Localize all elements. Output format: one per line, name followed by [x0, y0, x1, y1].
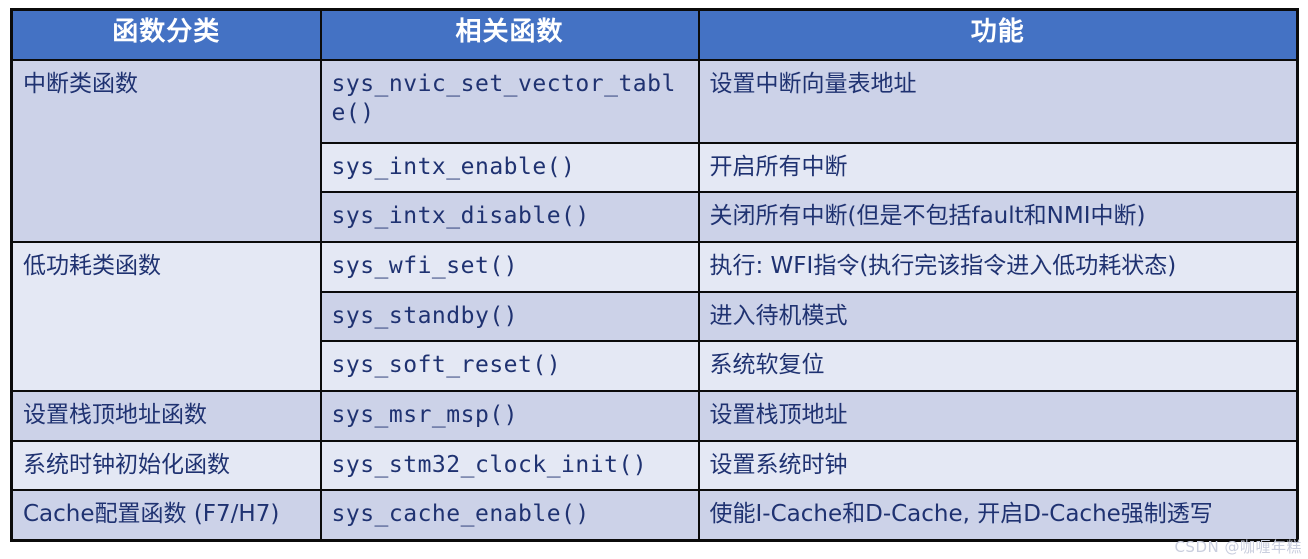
cell-description: 开启所有中断 — [697, 141, 1299, 194]
column-header-category: 函数分类 — [10, 8, 322, 61]
cell-description: 使能I-Cache和D-Cache, 开启D-Cache强制透写 — [697, 489, 1299, 542]
function-name: sys_standby() — [331, 302, 519, 329]
table-row: 中断类函数 sys_nvic_set_vector_table() 设置中断向量表地… — [10, 59, 1299, 243]
function-name: sys_msr_msp() — [331, 401, 519, 428]
table-header: 函数分类 相关函数 功能 — [10, 8, 1299, 61]
cell-function: sys_msr_msp() — [319, 389, 700, 442]
column-header-function: 相关函数 — [319, 8, 700, 61]
cell-function: sys_stm32_clock_init() — [319, 439, 700, 492]
cell-description: 系统软复位 — [697, 340, 1299, 392]
cell-description: 执行: WFI指令(执行完该指令进入低功耗状态) — [697, 240, 1299, 293]
table-row: 低功耗类函数 sys_wfi_set() 执行: WFI指令(执行完该指令进入低功耗… — [10, 240, 1299, 392]
table-row: Cache配置函数 (F7/H7) sys_cache_enable() 使能I-C… — [10, 489, 1299, 542]
function-name: sys_wfi_set() — [331, 252, 519, 279]
cell-function: sys_intx_enable() — [319, 141, 700, 194]
cell-description: 关闭所有中断(但是不包括fault和NMI中断) — [697, 191, 1299, 243]
cell-function: sys_intx_disable() — [319, 191, 700, 243]
category-label: 中断类函数 — [23, 71, 138, 97]
function-name: sys_intx_enable() — [331, 153, 576, 180]
description-text: 进入待机模式 — [709, 302, 848, 329]
description-text: 执行: WFI指令(执行完该指令进入低功耗状态) — [709, 252, 1177, 279]
function-table-container: 函数分类 相关函数 功能 中断类函数 sys_nvic_set_vector_ta… — [10, 8, 1299, 542]
function-name: sys_soft_reset() — [331, 352, 562, 379]
cell-function: sys_soft_reset() — [319, 340, 700, 392]
cell-function: sys_standby() — [319, 290, 700, 343]
category-label: 设置栈顶地址函数 — [23, 401, 207, 428]
table-row: sys_intx_enable() 开启所有中断 — [12, 141, 1299, 194]
cell-description: 设置系统时钟 — [697, 439, 1299, 492]
cell-description: 设置栈顶地址 — [697, 389, 1299, 442]
function-reference-table: 函数分类 相关函数 功能 中断类函数 sys_nvic_set_vector_ta… — [10, 8, 1299, 542]
table-row: 系统时钟初始化函数 sys_stm32_clock_init() 设置系统时钟 — [10, 439, 1299, 492]
function-name: sys_nvic_set_vector_table() — [331, 71, 676, 127]
table-row: sys_standby() 进入待机模式 — [12, 290, 1299, 343]
cell-category: 中断类函数 — [10, 59, 322, 243]
description-text: 设置中断向量表地址 — [709, 71, 917, 97]
description-text: 关闭所有中断(但是不包括fault和NMI中断) — [709, 203, 1146, 230]
header-row: 函数分类 相关函数 功能 — [10, 8, 1299, 61]
table-row: sys_intx_disable() 关闭所有中断(但是不包括fault和NMI中… — [12, 191, 1299, 243]
description-text: 系统软复位 — [709, 352, 825, 379]
category-label: Cache配置函数 (F7/H7) — [23, 501, 280, 528]
cell-category: 低功耗类函数 — [10, 240, 322, 392]
cell-category: Cache配置函数 (F7/H7) — [10, 489, 322, 542]
cell-description: 进入待机模式 — [697, 290, 1299, 343]
cell-description: 设置中断向量表地址 — [697, 59, 1299, 144]
function-name: sys_stm32_clock_init() — [331, 451, 648, 478]
csdn-watermark: CSDN @咖喱年糕 — [1174, 538, 1302, 556]
cell-function: sys_nvic_set_vector_table() — [319, 59, 700, 144]
table-row: 设置栈顶地址函数 sys_msr_msp() 设置栈顶地址 — [10, 389, 1299, 442]
description-text: 开启所有中断 — [709, 153, 848, 180]
description-text: 使能I-Cache和D-Cache, 开启D-Cache强制透写 — [709, 501, 1213, 528]
description-text: 设置系统时钟 — [709, 451, 848, 478]
function-name: sys_intx_disable() — [331, 203, 590, 230]
category-label: 低功耗类函数 — [23, 252, 161, 279]
cell-function: sys_cache_enable() — [319, 489, 700, 542]
function-name: sys_cache_enable() — [331, 501, 590, 528]
cell-category: 系统时钟初始化函数 — [10, 439, 322, 492]
cell-category: 设置栈顶地址函数 — [10, 389, 322, 442]
table-row: sys_soft_reset() 系统软复位 — [12, 340, 1299, 392]
cell-function: sys_wfi_set() — [319, 240, 700, 293]
table-body: 中断类函数 sys_nvic_set_vector_table() 设置中断向量表地… — [10, 59, 1299, 542]
description-text: 设置栈顶地址 — [709, 401, 848, 428]
category-label: 系统时钟初始化函数 — [23, 451, 230, 478]
column-header-feature: 功能 — [697, 8, 1299, 61]
